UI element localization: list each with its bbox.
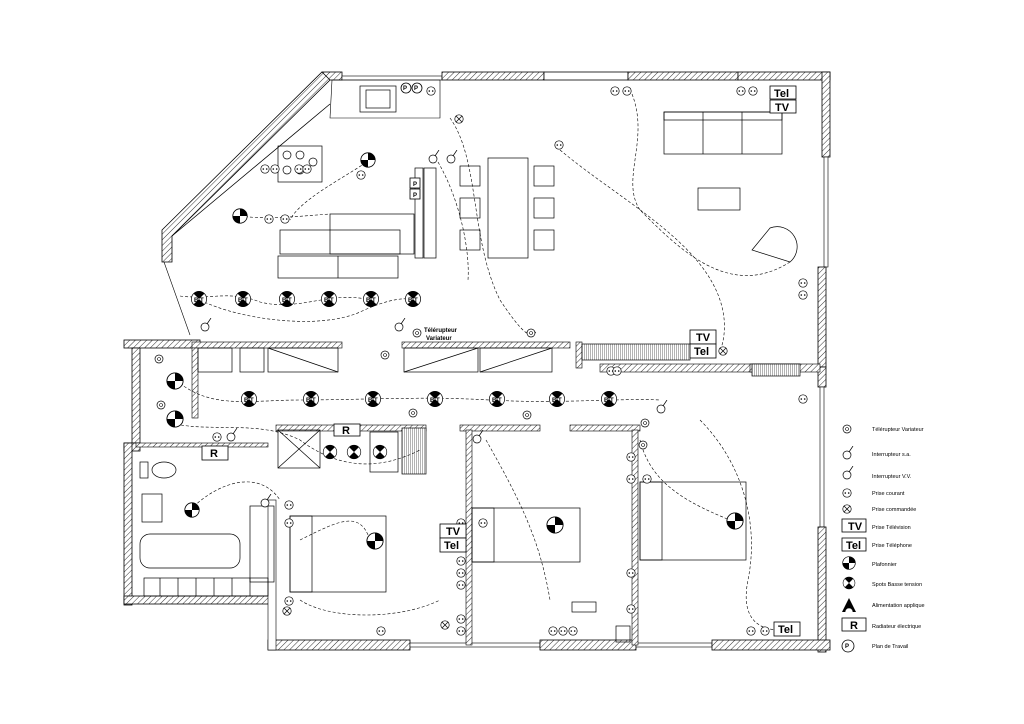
- svg-text:B.T: B.T: [604, 398, 614, 404]
- legend-item-applique: Alimentation applique: [842, 598, 925, 613]
- svg-text:B.T: B.T: [324, 298, 334, 304]
- legend-item-interrupteur-vv: Interrupteur V.V.: [842, 466, 912, 480]
- svg-text:Prise commandée: Prise commandée: [872, 507, 916, 513]
- svg-text:TV: TV: [696, 332, 711, 344]
- svg-text:B.T: B.T: [306, 398, 316, 404]
- spots-icon: [842, 576, 856, 590]
- furniture: [139, 79, 801, 643]
- svg-text:B.T: B.T: [492, 398, 502, 404]
- legend-item-tv: TV Prise Télévision: [841, 518, 911, 533]
- legend-item-spots: Spots Basse tension: [842, 576, 922, 590]
- legend-item-prise-courant: Prise courant: [842, 488, 905, 498]
- svg-text:R: R: [850, 620, 858, 632]
- legend-item-plan-travail: P Plan de Travail: [841, 639, 908, 653]
- svg-text:Variateur: Variateur: [426, 336, 452, 342]
- svg-text:B.T: B.T: [194, 298, 204, 304]
- svg-text:TV: TV: [446, 526, 461, 538]
- tv-box-icon: [841, 518, 867, 533]
- walls: [123, 71, 831, 653]
- svg-text:Alimentation applique: Alimentation applique: [872, 603, 925, 609]
- svg-text:R: R: [210, 448, 218, 460]
- svg-text:Interrupteur V.V.: Interrupteur V.V.: [872, 474, 912, 480]
- svg-text:B.T: B.T: [366, 298, 376, 304]
- svg-text:Prise courant: Prise courant: [872, 491, 905, 497]
- svg-text:B.T: B.T: [368, 398, 378, 404]
- tel-box-icon: [841, 537, 867, 552]
- legend-item-plafonnier: Plafonnier: [842, 556, 897, 570]
- svg-text:Plafonnier: Plafonnier: [872, 562, 897, 568]
- svg-text:R: R: [342, 425, 350, 437]
- applique-icon: [842, 598, 856, 612]
- legend-item-telerupteur: Télérupteur Variateur: [842, 424, 924, 434]
- legend-item-interrupteur-sa: Interrupteur s.a.: [842, 446, 911, 460]
- interrupteur-vv-icon: [842, 466, 854, 480]
- telerupteur-label: Télérupteur Variateur: [424, 328, 458, 342]
- svg-text:B.T: B.T: [282, 298, 292, 304]
- telerupteur-icon: [842, 424, 852, 434]
- legend-item-prise-commandee: Prise commandée: [842, 504, 916, 514]
- svg-text:Télérupteur Variateur: Télérupteur Variateur: [872, 427, 924, 433]
- spot-labels: B.T B.T B.T B.T B.T B.T B.T B.T B.T B.T …: [194, 298, 614, 404]
- svg-text:Prise Téléphone: Prise Téléphone: [872, 543, 912, 549]
- svg-text:Interrupteur s.a.: Interrupteur s.a.: [872, 452, 911, 458]
- svg-text:B.T: B.T: [238, 298, 248, 304]
- svg-text:P: P: [413, 182, 417, 188]
- svg-text:B.T: B.T: [552, 398, 562, 404]
- legend-item-tel: Tel Prise Téléphone: [841, 537, 912, 552]
- interrupteur-sa-icon: [842, 446, 854, 460]
- svg-text:Tel: Tel: [846, 540, 861, 552]
- svg-text:P: P: [414, 86, 418, 92]
- svg-text:P: P: [845, 644, 849, 650]
- svg-text:Tel: Tel: [774, 88, 789, 100]
- box-symbols: Tel TV TV Tel TV Tel Tel R R P P P P: [201, 82, 801, 637]
- radiateur-icon: [841, 617, 867, 632]
- prise-courant-icon: [842, 488, 852, 498]
- svg-text:Radiateur électrique: Radiateur électrique: [872, 624, 921, 630]
- outlets: [212, 86, 808, 636]
- svg-text:TV: TV: [775, 102, 790, 114]
- prise-commandee-icon: [842, 504, 852, 514]
- svg-text:Tel: Tel: [694, 346, 709, 358]
- svg-text:B.T: B.T: [408, 298, 418, 304]
- plan-travail-icon: [841, 639, 855, 653]
- svg-text:Tel: Tel: [778, 624, 793, 636]
- legend-item-radiateur: R Radiateur électrique: [841, 617, 921, 632]
- wiring: [175, 93, 791, 631]
- svg-text:Prise Télévision: Prise Télévision: [872, 525, 911, 531]
- svg-text:Tel: Tel: [444, 540, 459, 552]
- svg-text:B.T: B.T: [244, 398, 254, 404]
- svg-text:Télérupteur: Télérupteur: [424, 328, 458, 334]
- svg-text:P: P: [403, 86, 407, 92]
- svg-text:B.T: B.T: [430, 398, 440, 404]
- svg-text:Plan de Travail: Plan de Travail: [872, 644, 908, 650]
- plafonnier-icon: [842, 556, 856, 570]
- svg-text:TV: TV: [848, 521, 863, 533]
- svg-text:P: P: [413, 193, 417, 199]
- svg-text:Spots Basse tension: Spots Basse tension: [872, 582, 922, 588]
- legend: Télérupteur Variateur Interrupteur s.a. …: [841, 424, 925, 653]
